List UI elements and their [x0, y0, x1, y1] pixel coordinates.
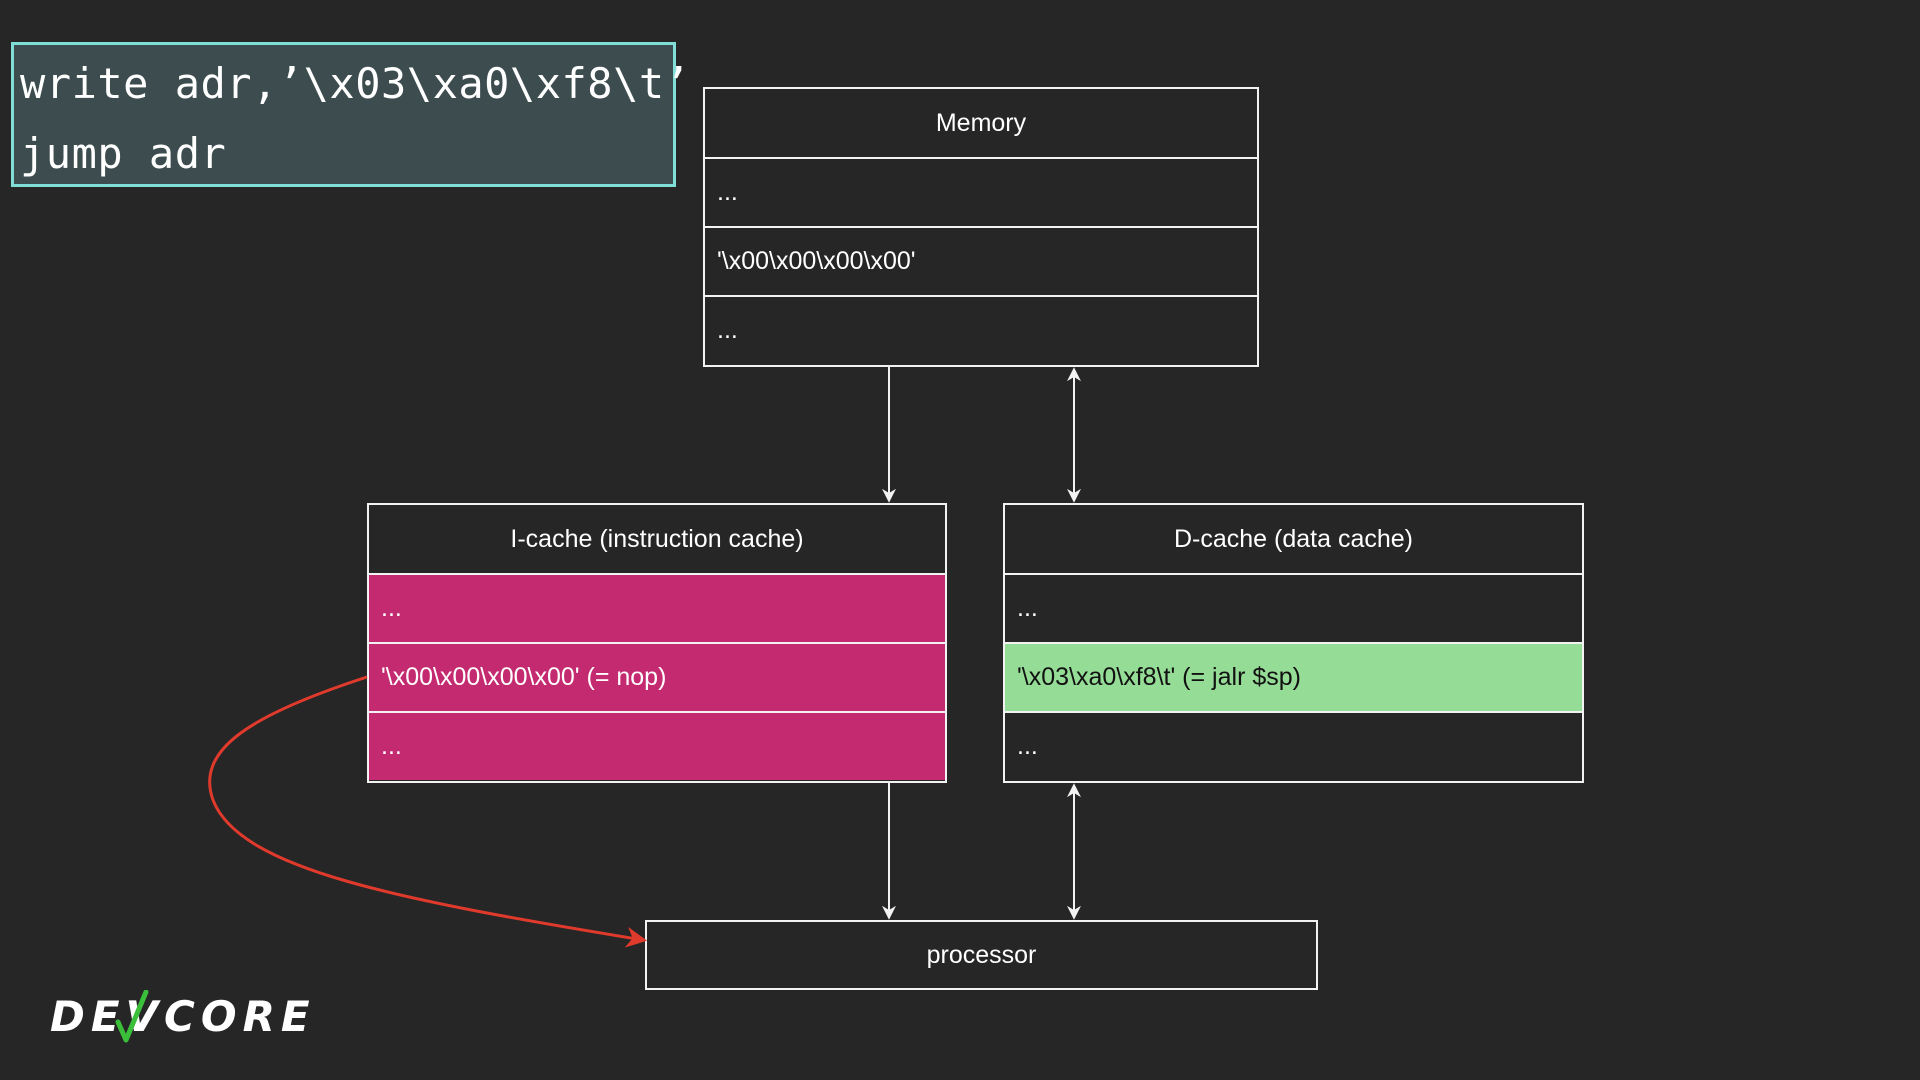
code-line-jump: jump adr	[20, 129, 227, 178]
dcache-row: ...	[1005, 711, 1582, 780]
memory-row: '\x00\x00\x00\x00'	[705, 226, 1257, 295]
dcache-row-highlighted: '\x03\xa0\xf8\t' (= jalr $sp)	[1005, 642, 1582, 711]
devcore-logo-text: DEVCORE	[50, 992, 316, 1041]
memory-table: Memory ... '\x00\x00\x00\x00' ...	[703, 87, 1259, 367]
devcore-logo: DEVCORE	[50, 992, 316, 1041]
dcache-table: D-cache (data cache) ... '\x03\xa0\xf8\t…	[1003, 503, 1584, 783]
memory-row: ...	[705, 157, 1257, 226]
icache-title: I-cache (instruction cache)	[510, 524, 804, 553]
code-line-write: write adr,’\x03\xa0\xf8\t’	[20, 59, 691, 108]
icache-row: ...	[369, 573, 945, 642]
dcache-title: D-cache (data cache)	[1173, 524, 1413, 553]
icache-row: '\x00\x00\x00\x00' (= nop)	[369, 642, 945, 711]
dcache-row: ...	[1005, 573, 1582, 642]
memory-title: Memory	[935, 108, 1027, 137]
checkmark-icon	[115, 990, 149, 1043]
code-snippet-box: write adr,’\x03\xa0\xf8\t’ jump adr	[11, 42, 691, 187]
memory-row: ...	[705, 295, 1257, 364]
processor-label: processor	[926, 940, 1037, 969]
icache-row: ...	[369, 711, 945, 780]
processor-box: processor	[645, 920, 1318, 990]
icache-table: I-cache (instruction cache) ... '\x00\x0…	[367, 503, 947, 783]
